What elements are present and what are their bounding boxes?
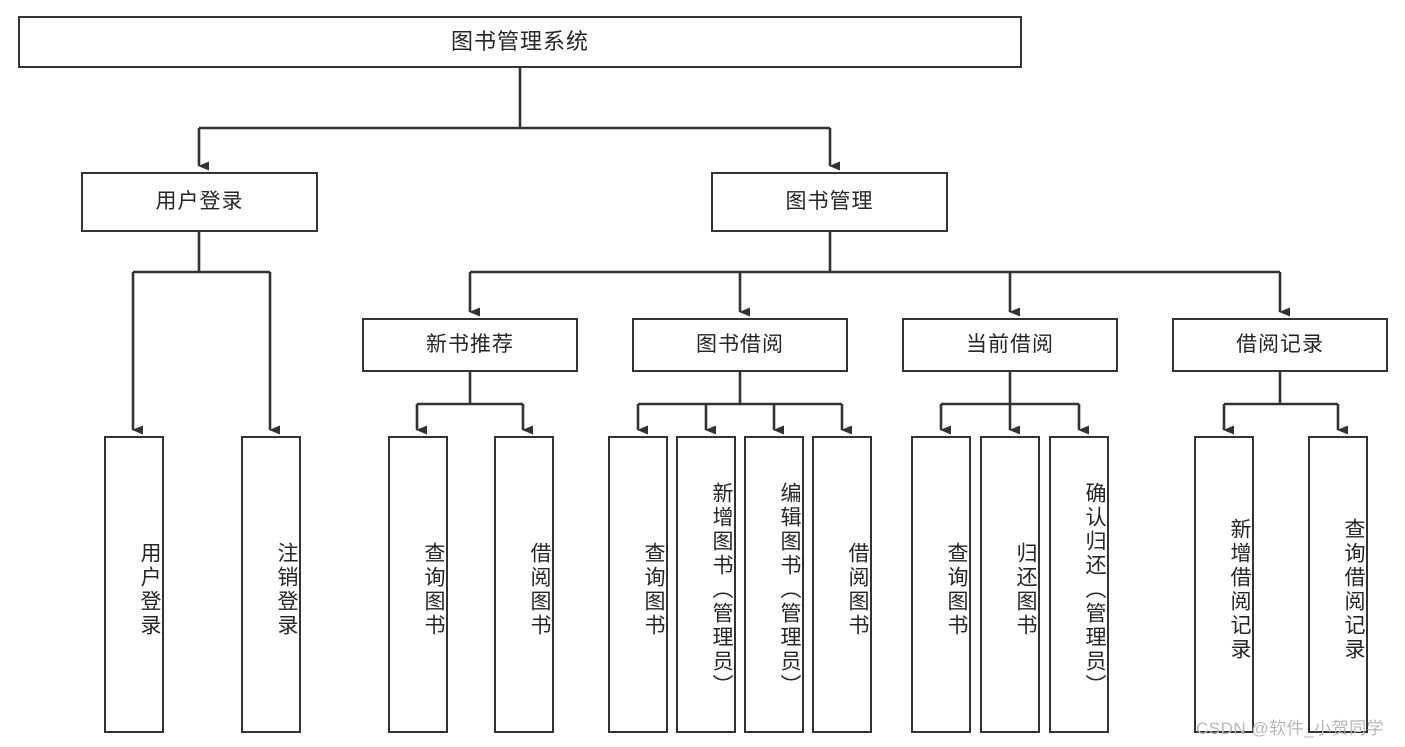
node-leaf-borrow-book-1[interactable]: 借阅图书 [494,436,554,733]
node-leaf-add-book[interactable]: 新增图书（管理员） [676,436,736,733]
node-leaf-user-login[interactable]: 用户登录 [104,436,164,733]
node-leaf-edit-book-label: 编辑图书（管理员） [778,481,801,698]
node-leaf-add-record-label: 新增借阅记录 [1228,517,1251,662]
node-leaf-borrow-book-2[interactable]: 借阅图书 [812,436,872,733]
node-leaf-borrow-book-2-label: 借阅图书 [846,541,869,638]
node-leaf-query-book-1[interactable]: 查询图书 [388,436,448,733]
node-leaf-query-book-3-label: 查询图书 [945,541,968,638]
csdn-watermark: CSDN @软件_小贺同学 [1196,719,1385,738]
node-root[interactable]: 图书管理系统 [18,16,1022,68]
node-leaf-logout-login-label: 注销登录 [275,541,298,638]
node-leaf-logout-login[interactable]: 注销登录 [241,436,301,733]
node-leaf-query-book-2[interactable]: 查询图书 [608,436,668,733]
node-new-book-recommend[interactable]: 新书推荐 [362,318,578,372]
node-leaf-return-book-label: 归还图书 [1014,541,1037,638]
node-leaf-confirm-return-label: 确认归还（管理员） [1083,481,1106,698]
node-leaf-edit-book[interactable]: 编辑图书（管理员） [744,436,804,733]
node-leaf-query-book-1-label: 查询图书 [422,541,445,638]
node-new-book-recommend-label: 新书推荐 [426,333,514,357]
node-book-borrow[interactable]: 图书借阅 [632,318,848,372]
node-leaf-confirm-return[interactable]: 确认归还（管理员） [1049,436,1109,733]
node-leaf-borrow-book-1-label: 借阅图书 [528,541,551,638]
node-root-label: 图书管理系统 [450,28,589,54]
node-leaf-user-login-label: 用户登录 [138,541,161,638]
node-leaf-return-book[interactable]: 归还图书 [980,436,1040,733]
node-leaf-add-record[interactable]: 新增借阅记录 [1194,436,1254,733]
node-current-borrow[interactable]: 当前借阅 [902,318,1118,372]
node-book-borrow-label: 图书借阅 [696,333,784,357]
node-book-management-label: 图书管理 [785,190,874,214]
node-leaf-query-record-label: 查询借阅记录 [1342,517,1365,662]
node-leaf-query-record[interactable]: 查询借阅记录 [1308,436,1368,733]
node-user-login-label: 用户登录 [155,190,244,214]
node-leaf-query-book-3[interactable]: 查询图书 [911,436,971,733]
node-user-login[interactable]: 用户登录 [81,172,318,232]
node-leaf-add-book-label: 新增图书（管理员） [710,481,733,698]
node-borrow-record-label: 借阅记录 [1236,333,1324,357]
node-current-borrow-label: 当前借阅 [966,333,1054,357]
node-borrow-record[interactable]: 借阅记录 [1172,318,1388,372]
node-leaf-query-book-2-label: 查询图书 [642,541,665,638]
node-book-management[interactable]: 图书管理 [711,172,948,232]
